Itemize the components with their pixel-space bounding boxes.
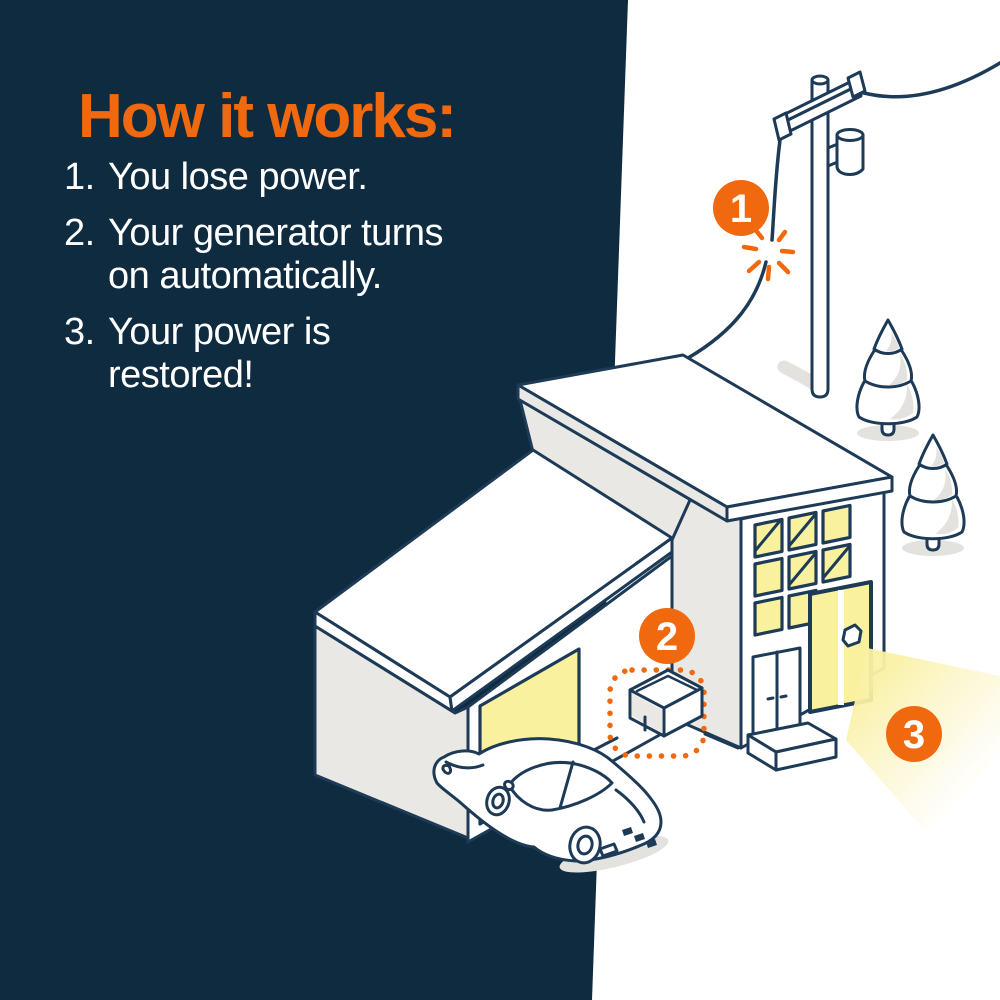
svg-text:3: 3 [903, 713, 925, 757]
step-text: Your power is restored! [108, 311, 331, 396]
pole [810, 78, 830, 399]
step-text: Your generator turns on automatically. [108, 212, 444, 297]
pine-tree-icon [900, 433, 966, 556]
transformer-bracket [826, 141, 842, 168]
step-item-3: 3. Your power is restored! [64, 311, 564, 397]
badge-3: 3 [886, 706, 942, 762]
power-line-broken-lower [686, 260, 768, 360]
power-line-broken-upper [770, 138, 782, 242]
power-line-right [862, 61, 1000, 99]
house-front-wall [739, 487, 886, 750]
generator-highlight-border [607, 667, 707, 759]
transformer [835, 133, 865, 176]
house-left-wall [670, 498, 743, 750]
front-steps [746, 721, 838, 772]
house-fascia-right [725, 475, 894, 523]
patio-door [808, 580, 873, 714]
step-number: 1. [64, 156, 95, 198]
ground-line [588, 732, 740, 754]
car-grille [622, 827, 657, 848]
pine-tree-icon [855, 318, 921, 441]
svg-text:1: 1 [730, 187, 752, 231]
door-handle [841, 623, 863, 648]
step-text: You lose power. [108, 156, 368, 198]
step-number: 2. [64, 212, 95, 254]
spark-icon [741, 225, 796, 282]
page-title: How it works: [78, 82, 457, 151]
entry-door [751, 646, 802, 750]
step-number: 3. [64, 311, 95, 353]
generator-box [628, 668, 704, 738]
badge-1: 1 [713, 180, 769, 236]
generator [607, 667, 707, 759]
car-headlight [598, 842, 619, 858]
step-item-2: 2. Your generator turns on automatically… [64, 212, 564, 298]
crossarm [779, 78, 863, 122]
how-it-works-panel: How it works: 1. You lose power. 2. Your… [64, 86, 564, 410]
pole-shadow [777, 360, 829, 396]
upstairs-window [753, 503, 852, 637]
utility-pole-icon [772, 70, 867, 399]
badge-2: 2 [639, 608, 695, 664]
light-beam [846, 648, 1000, 833]
svg-text:2: 2 [656, 615, 678, 659]
steps-list: 1. You lose power. 2. Your generator tur… [64, 156, 564, 397]
step-item-1: 1. You lose power. [64, 156, 564, 199]
